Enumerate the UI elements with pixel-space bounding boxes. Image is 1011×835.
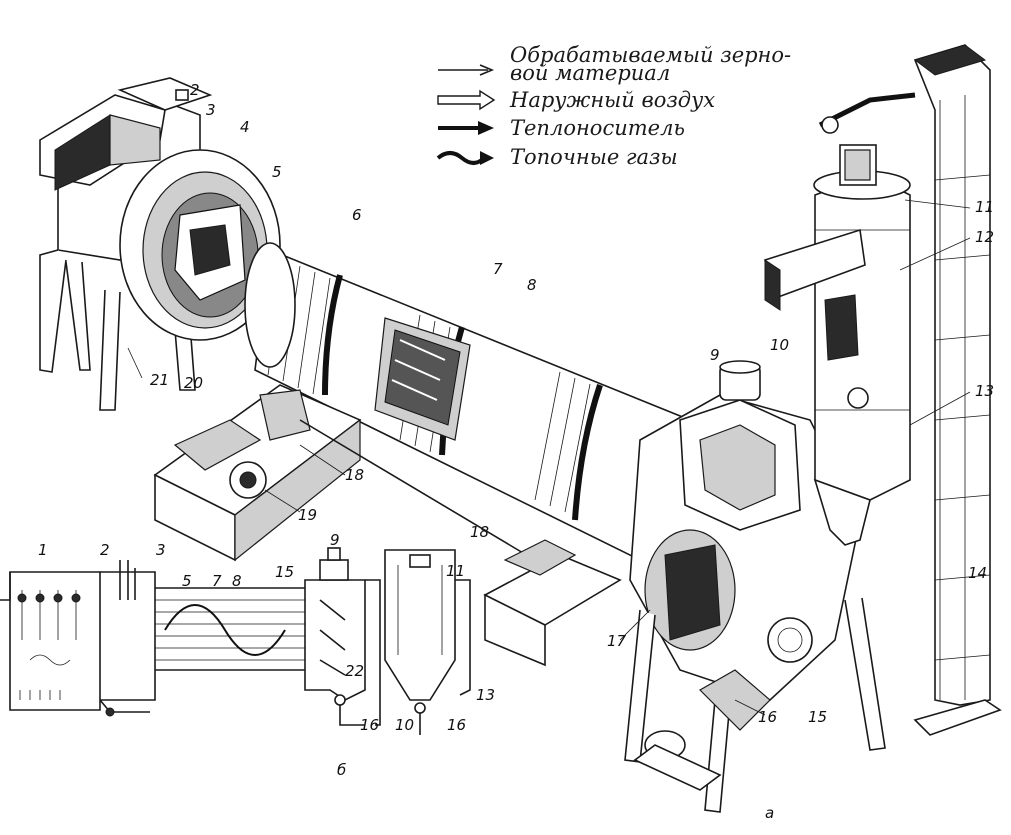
- label-19: 19: [298, 506, 317, 524]
- scheme-label-2: 2: [100, 541, 110, 559]
- legend: Обрабатываемый зерно- вой материал Наруж…: [436, 43, 791, 169]
- legend-item-1-line-2: вой материал: [510, 61, 670, 85]
- scheme-label-1: 1: [38, 541, 48, 559]
- label-9: 9: [710, 346, 720, 364]
- scheme-label-16: 16: [360, 716, 379, 734]
- label-4: 4: [240, 118, 250, 136]
- scheme-label-22: 22: [345, 662, 364, 680]
- label-15: 15: [808, 708, 827, 726]
- scheme-label-7: 7: [212, 572, 222, 590]
- drum-body: [244, 242, 692, 562]
- thin-arrow-icon: [438, 64, 495, 76]
- label-21: 21: [150, 371, 169, 389]
- cyclone: [764, 92, 916, 546]
- hollow-arrow-icon: [437, 89, 496, 111]
- scheme-label-5: 5: [182, 572, 192, 590]
- label-7: 7: [493, 260, 503, 278]
- panel-label-a: а: [765, 804, 774, 822]
- label-11: 11: [975, 198, 994, 216]
- legend-item-1-line-1: Обрабатываемый зерно-: [510, 43, 791, 67]
- scheme-label-15: 15: [275, 563, 294, 581]
- label-5: 5: [272, 163, 282, 181]
- label-6: 6: [352, 206, 362, 224]
- legend-item-3: Теплоноситель: [510, 116, 685, 140]
- scheme-b-labels: 1 2 3 5 7 8 9 15 22 16 11 13 10 16 б а: [38, 531, 774, 822]
- drum-dryer-main-view: [39, 44, 1002, 813]
- scheme-b: [0, 547, 471, 735]
- scheme-label-11: 11: [446, 562, 465, 580]
- inlet-chamber: [39, 77, 281, 411]
- label-20: 20: [184, 374, 203, 392]
- label-18-left: 18: [345, 466, 364, 484]
- label-14: 14: [968, 564, 987, 582]
- scheme-label-9: 9: [330, 531, 340, 549]
- label-13: 13: [975, 382, 994, 400]
- wavy-arrow-icon: [436, 151, 494, 165]
- label-8: 8: [527, 276, 537, 294]
- scheme-label-10: 10: [395, 716, 414, 734]
- outlet-chamber: [624, 360, 886, 813]
- bold-arrow-icon: [438, 121, 494, 135]
- legend-item-4: Топочные газы: [510, 145, 678, 169]
- label-18-right: 18: [470, 523, 489, 541]
- scheme-label-3: 3: [156, 541, 166, 559]
- label-17: 17: [607, 632, 627, 650]
- main-labels: 2 3 4 5 6 7 8 9 10 11 12 13 14 15 16 17 …: [127, 81, 994, 726]
- scheme-label-16b: 16: [447, 716, 466, 734]
- bucket-elevator: [913, 44, 1002, 736]
- scheme-label-13: 13: [476, 686, 495, 704]
- label-3: 3: [206, 101, 216, 119]
- label-12: 12: [975, 228, 994, 246]
- scheme-label-8: 8: [232, 572, 242, 590]
- label-16: 16: [758, 708, 777, 726]
- support-base-right: [483, 539, 622, 667]
- label-2: 2: [190, 81, 200, 99]
- legend-item-2: Наружный воздух: [509, 88, 715, 112]
- label-10: 10: [770, 336, 789, 354]
- panel-label-b: б: [337, 761, 346, 779]
- drive-base: [153, 384, 561, 576]
